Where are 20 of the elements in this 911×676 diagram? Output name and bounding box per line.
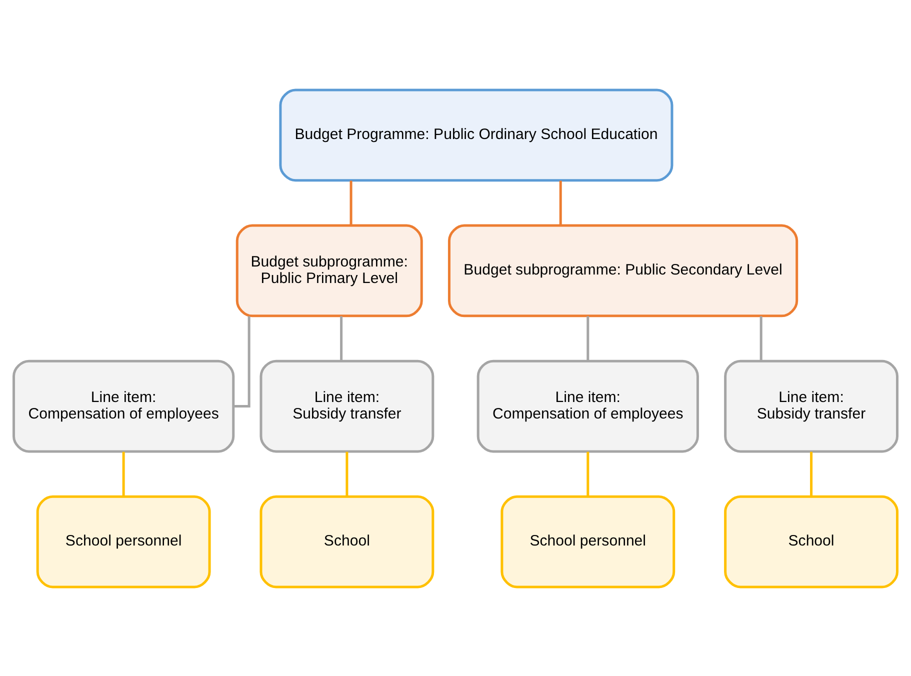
node-box: Budget subprogramme: Public Secondary Level: [448, 224, 798, 317]
node-box: Line item: Compensation of employees: [12, 359, 235, 452]
node-box: Line item: Subsidy transfer: [260, 359, 434, 452]
node-box: School personnel: [500, 494, 676, 588]
node-box: Budget subprogramme: Public Primary Level: [236, 224, 423, 317]
connector: [810, 451, 813, 496]
connector: [586, 316, 590, 360]
connector: [346, 451, 348, 496]
node-box: Line item: Compensation of employees: [476, 359, 699, 452]
node-box: School personnel: [36, 494, 211, 588]
node-box: Budget Programme: Public Ordinary School Education: [279, 88, 674, 182]
connector: [586, 451, 590, 496]
node-box: School: [724, 494, 898, 588]
node-box: Line item: Subsidy transfer: [724, 359, 898, 452]
connector: [559, 180, 562, 225]
connector: [760, 316, 762, 360]
connector: [340, 316, 343, 360]
node-box: School: [260, 494, 434, 588]
connector: [122, 451, 125, 496]
connector: [350, 180, 352, 225]
